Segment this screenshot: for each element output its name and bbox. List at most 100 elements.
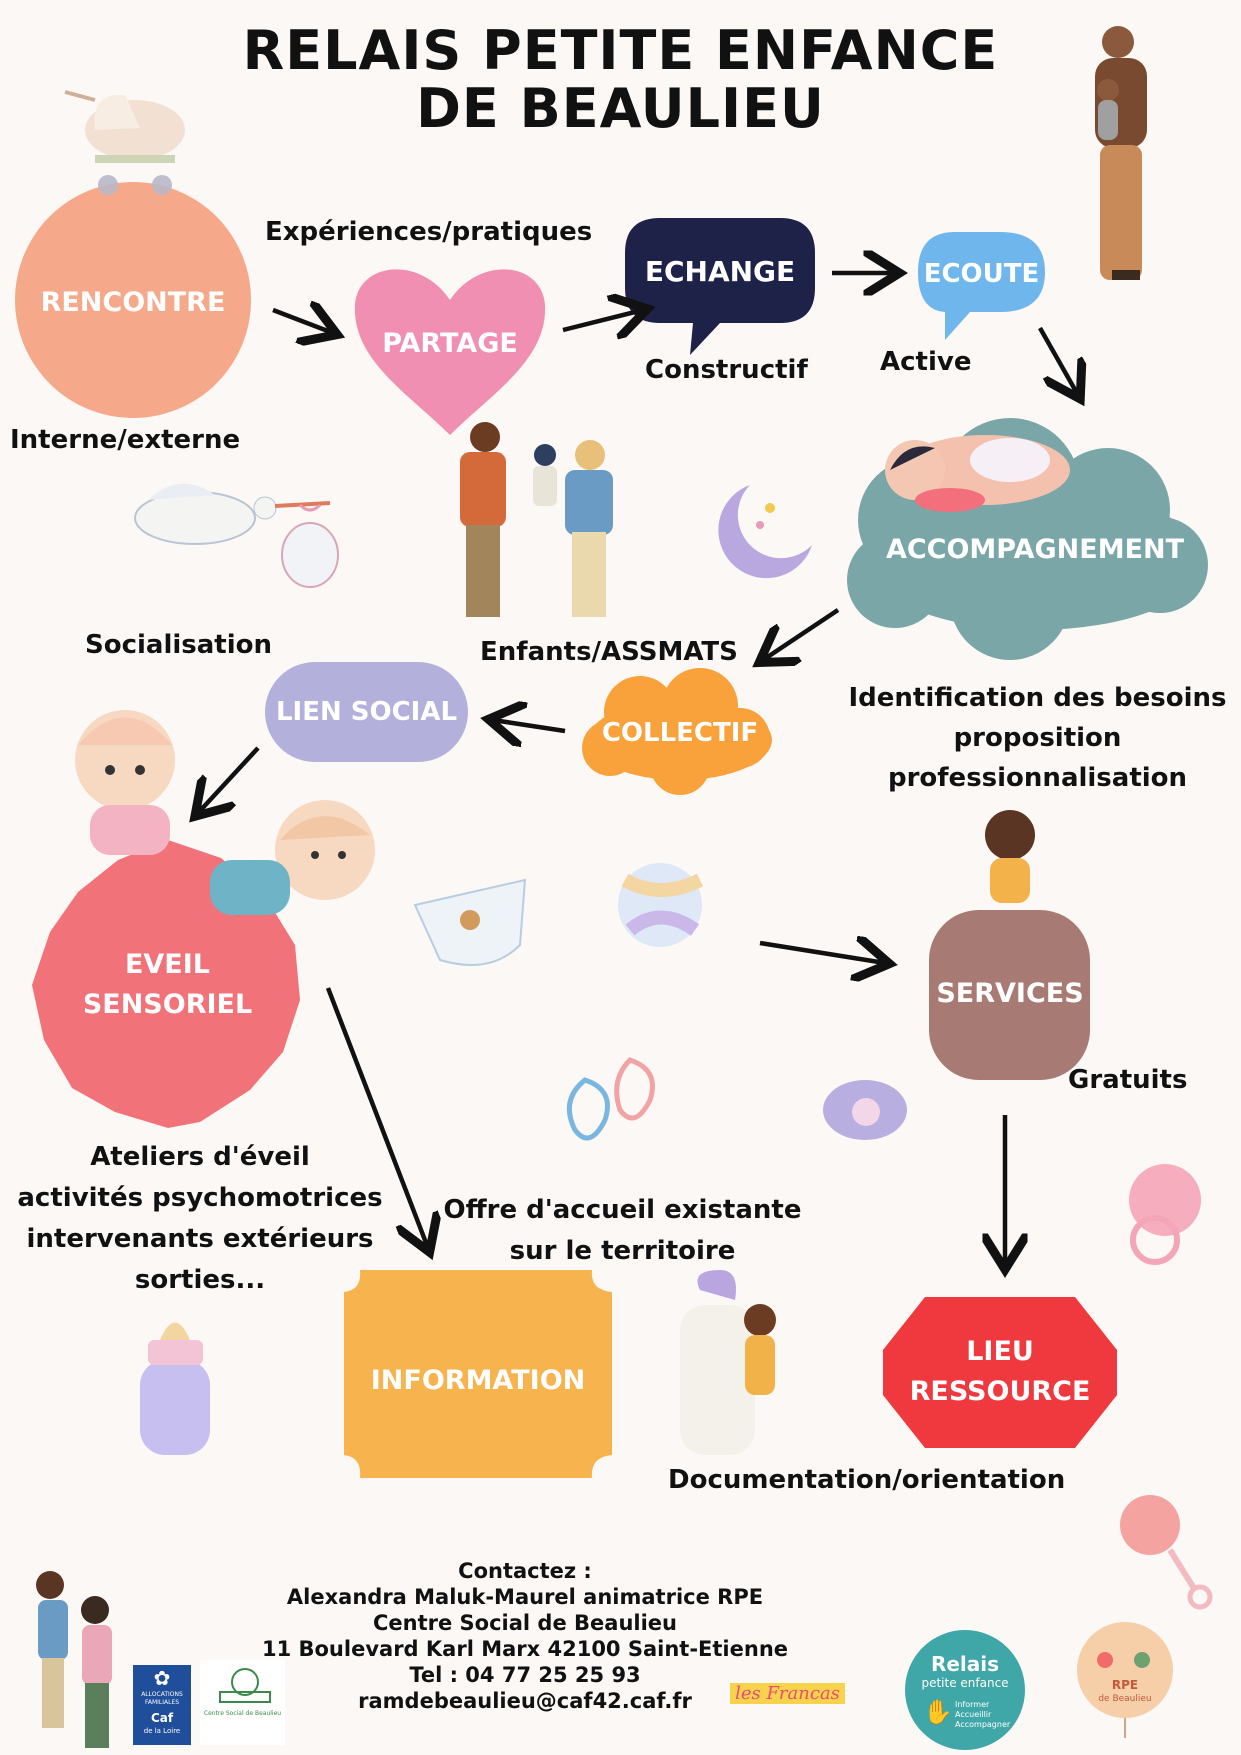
collectif-label: COLLECTIF xyxy=(601,718,759,748)
label-documentation: Documentation/orientation xyxy=(668,1465,1066,1495)
caf-logo-line-4: de la Loire xyxy=(143,1727,181,1735)
family-illustration xyxy=(460,422,613,617)
label-interne: Interne/externe xyxy=(10,425,241,455)
echange-label: ECHANGE xyxy=(644,255,796,288)
stork-illustration xyxy=(134,483,339,588)
contact-name: Alexandra Maluk-Maurel animatrice RPE xyxy=(286,1585,764,1609)
relais-logo-line-3: Informer xyxy=(955,1700,990,1709)
arrow-collectif-lien xyxy=(493,720,566,731)
information-label: INFORMATION xyxy=(370,1365,586,1396)
label-besoins-3: professionnalisation xyxy=(887,763,1188,793)
label-enfants: Enfants/ASSMATS xyxy=(480,637,738,667)
arrow-to-services xyxy=(759,943,885,963)
rpe-logo: RPE de Beaulieu xyxy=(1070,1620,1180,1740)
label-ateliers-3: intervenants extérieurs xyxy=(26,1224,374,1254)
label-ateliers-2: activités psychomotrices xyxy=(17,1183,383,1213)
eveil-label-line-2: SENSORIEL xyxy=(82,989,253,1020)
relais-logo-line-2: petite enfance xyxy=(921,1676,1009,1690)
contact-email[interactable]: ramdebeaulieu@caf42.caf.fr xyxy=(358,1689,692,1713)
ecoute-label: ECOUTE xyxy=(923,259,1040,289)
relais-logo-line-5: Accompagner xyxy=(955,1720,1011,1729)
arrow-partage-echange xyxy=(562,310,643,330)
label-offre: Offre d'accueil existante sur le territo… xyxy=(425,1190,820,1272)
francas-logo: les Francas xyxy=(730,1675,845,1720)
rencontre-node xyxy=(15,182,251,418)
footprints-illustration xyxy=(566,1057,655,1141)
father-baby-illustration xyxy=(1095,26,1147,280)
relais-logo: Relais petite enfance Informer Accueilli… xyxy=(905,1630,1025,1750)
lieu-ressource-node xyxy=(883,1297,1117,1448)
arrow-eveil-information xyxy=(325,987,428,1248)
contact-org: Centre Social de Beaulieu xyxy=(373,1611,677,1635)
label-besoins-2: proposition xyxy=(953,723,1122,753)
eveil-label: EVEIL SENSORIEL xyxy=(40,945,295,1025)
title-line-1: RELAIS PETITE ENFANCE xyxy=(242,19,999,82)
arrow-accompagnement-collectif xyxy=(763,608,840,660)
label-ateliers-4: sorties... xyxy=(134,1265,266,1295)
baby-pink-illustration xyxy=(75,710,175,855)
ball-illustration xyxy=(618,863,704,947)
label-besoins-1: Identification des besoins xyxy=(848,683,1227,713)
arrow-ecoute-accompagnement xyxy=(1038,326,1078,395)
bottle-illustration xyxy=(140,1322,210,1455)
accompagnement-node xyxy=(847,418,1208,660)
title-line-2: DE BEAULIEU xyxy=(416,77,825,140)
contact-tel[interactable]: Tel : 04 77 25 25 93 xyxy=(409,1663,641,1687)
label-constructif: Constructif xyxy=(645,355,808,385)
contact-block: Contactez : Alexandra Maluk-Maurel anima… xyxy=(260,1558,790,1714)
services-node xyxy=(929,910,1090,1080)
rpe-logo-line-1: RPE xyxy=(1111,1678,1139,1692)
rencontre-label: RENCONTRE xyxy=(40,287,226,318)
pacifier-illustration xyxy=(823,1080,907,1140)
caf-logo-line-1: ALLOCATIONS xyxy=(141,1691,183,1698)
caf-logo-line-3: Caf xyxy=(150,1711,174,1725)
centre-social-emblem xyxy=(219,1668,271,1703)
information-node xyxy=(344,1270,612,1478)
accompagnement-label: ACCOMPAGNEMENT xyxy=(885,534,1185,565)
pacifier-pink-illustration xyxy=(1129,1164,1201,1265)
label-offre-2: sur le territoire xyxy=(509,1236,736,1266)
baby-blue-illustration xyxy=(210,800,375,915)
lieu-label-line-2: RESSOURCE xyxy=(909,1376,1091,1407)
ecoute-node xyxy=(918,232,1045,340)
caf-logo: ✿ ALLOCATIONS FAMILIALES Caf de la Loire xyxy=(133,1665,191,1745)
rpe-balloon-icon xyxy=(1077,1622,1173,1738)
stroller-illustration xyxy=(64,90,185,195)
moon-illustration xyxy=(718,485,812,579)
centre-social-logo: Centre Social de Beaulieu xyxy=(200,1660,285,1745)
label-experiences: Expériences/pratiques xyxy=(265,217,593,247)
lieu-label-line-1: LIEU xyxy=(966,1336,1034,1367)
partage-node xyxy=(354,269,546,435)
centre-social-logo-text: Centre Social de Beaulieu xyxy=(203,1710,282,1717)
label-offre-1: Offre d'accueil existante xyxy=(443,1195,802,1225)
label-gratuits: Gratuits xyxy=(1068,1065,1188,1095)
contact-address: 11 Boulevard Karl Marx 42100 Saint-Etien… xyxy=(261,1637,789,1661)
sleeping-baby-illustration xyxy=(885,435,1070,512)
label-socialisation: Socialisation xyxy=(85,630,273,660)
caf-logo-line-2: FAMILIALES xyxy=(144,1699,180,1706)
collectif-node xyxy=(582,668,772,795)
label-ateliers: Ateliers d'éveil activités psychomotrice… xyxy=(5,1137,395,1301)
contact-heading: Contactez : xyxy=(458,1559,592,1583)
francas-logo-text: les Francas xyxy=(730,1683,845,1704)
label-active: Active xyxy=(880,347,972,377)
arrow-lien-eveil xyxy=(198,746,260,813)
relais-logo-line-4: Accueillir xyxy=(955,1710,992,1719)
rpe-logo-line-2: de Beaulieu xyxy=(1098,1694,1152,1704)
relais-logo-line-1: Relais xyxy=(930,1652,1000,1676)
page-title: RELAIS PETITE ENFANCE DE BEAULIEU xyxy=(0,22,1241,138)
diaper-illustration xyxy=(413,878,527,966)
lien-social-label: LIEN SOCIAL xyxy=(275,697,458,727)
mother-child-illustration xyxy=(680,1270,776,1455)
family-walking-illustration xyxy=(36,1571,112,1748)
hand-icon: ✋ xyxy=(923,1698,953,1726)
lien-social-node xyxy=(265,662,468,762)
caf-logo-symbol: ✿ xyxy=(153,1666,171,1690)
services-label: SERVICES xyxy=(936,978,1084,1009)
echange-node xyxy=(625,218,815,355)
girl-on-services-illustration xyxy=(985,810,1035,903)
eveil-label-line-1: EVEIL xyxy=(124,949,211,980)
rattle-illustration xyxy=(1120,1495,1213,1610)
